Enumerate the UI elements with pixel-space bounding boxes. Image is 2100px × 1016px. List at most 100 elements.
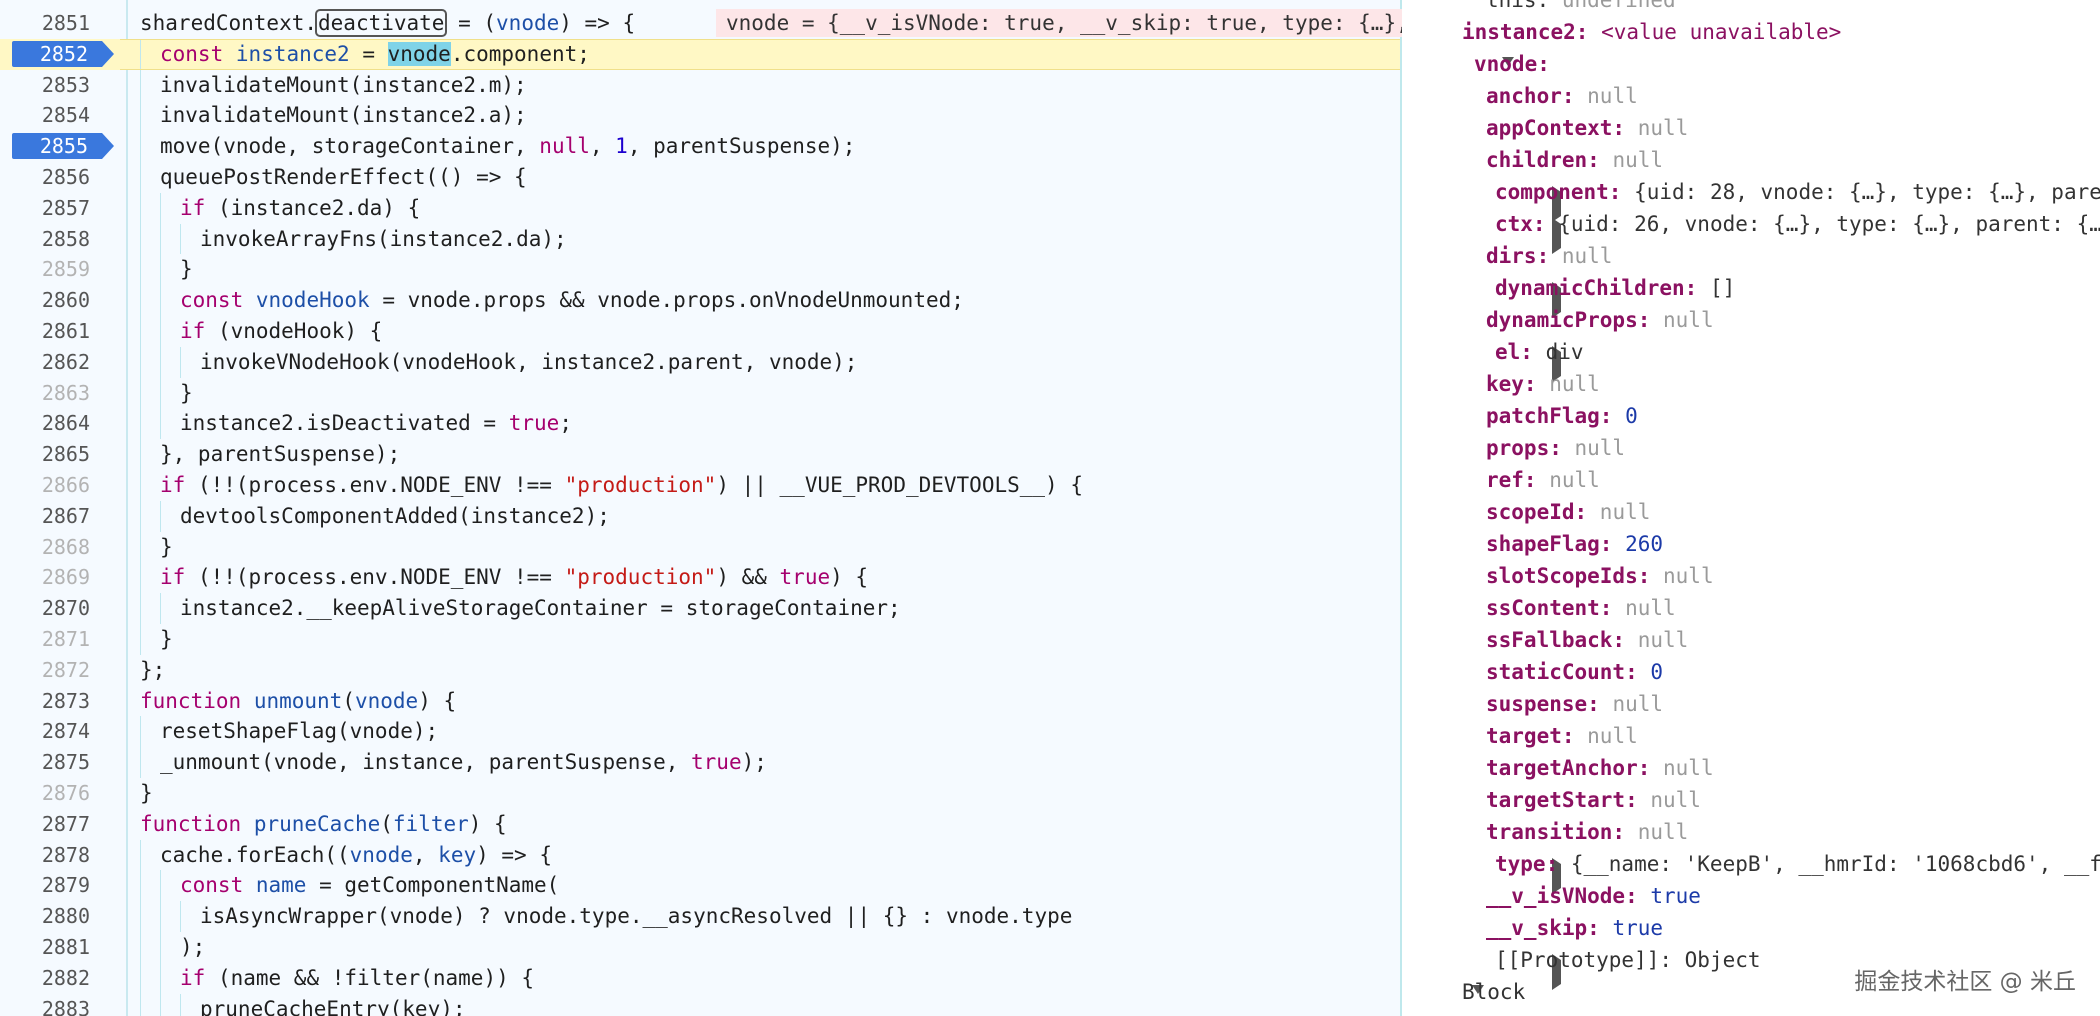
line-number[interactable]: 2863 (41, 380, 90, 405)
scope-property[interactable]: patchFlag: 0 (1402, 400, 2100, 432)
line-number[interactable]: 2873 (41, 688, 90, 713)
scope-property[interactable]: Block (1402, 976, 2100, 1016)
scope-property[interactable]: slotScopeIds: null (1402, 560, 2100, 592)
scope-property[interactable]: scopeId: null (1402, 496, 2100, 528)
line-number[interactable]: 2851 (41, 11, 90, 35)
line-number[interactable]: 2875 (41, 750, 90, 775)
scope-property[interactable]: targetAnchor: null (1402, 752, 2100, 784)
scope-property[interactable]: ctx: {uid: 26, vnode: {…}, type: {…}, pa… (1402, 208, 2100, 254)
scope-property[interactable]: instance2: <value unavailable> (1402, 16, 2100, 48)
line-number[interactable]: 2876 (41, 780, 90, 805)
line-number[interactable]: 2857 (41, 195, 90, 220)
line-number[interactable]: 2859 (41, 257, 90, 282)
scope-property[interactable]: el: div (1402, 336, 2100, 382)
line-number[interactable]: 2861 (41, 318, 90, 343)
scope-property[interactable]: __v_skip: true (1402, 912, 2100, 944)
scope-property[interactable]: dynamicChildren: [] (1402, 272, 2100, 318)
line-number[interactable]: 2880 (41, 904, 90, 929)
line-number[interactable]: 2872 (41, 657, 90, 682)
scope-property[interactable]: __v_isVNode: true (1402, 880, 2100, 912)
line-number[interactable]: 2870 (41, 596, 90, 621)
line-number[interactable]: 2868 (41, 534, 90, 559)
breakpoint-marker[interactable]: 2852 (12, 40, 114, 67)
line-number[interactable]: 2879 (41, 873, 90, 898)
scope-property[interactable]: anchor: null (1402, 80, 2100, 112)
scope-property[interactable]: type: {__name: 'KeepB', __hmrId: '1068cb… (1402, 848, 2100, 894)
scope-property[interactable]: [[Prototype]]: Object (1402, 944, 2100, 990)
scope-property[interactable]: props: null (1402, 432, 2100, 464)
line-number[interactable]: 2865 (41, 442, 90, 467)
code-line[interactable]: 2859} (0, 254, 1402, 286)
scope-property[interactable]: this: undefined (1402, 0, 2100, 16)
line-number[interactable]: 2869 (41, 565, 90, 590)
scope-property[interactable]: dynamicProps: null (1402, 304, 2100, 336)
line-number[interactable]: 2881 (41, 934, 90, 959)
line-number[interactable]: 2874 (41, 719, 90, 744)
scope-property[interactable]: ssFallback: null (1402, 624, 2100, 656)
code-line[interactable]: 2881); (0, 931, 1402, 963)
line-number-gutter[interactable] (0, 0, 120, 1016)
code-line[interactable]: 2872}; (0, 655, 1402, 686)
scope-property[interactable]: transition: null (1402, 816, 2100, 848)
scope-property[interactable]: component: {uid: 28, vnode: {…}, type: {… (1402, 176, 2100, 222)
code-line[interactable]: 2868} (0, 531, 1402, 563)
scope-property[interactable]: suspense: null (1402, 688, 2100, 720)
scope-property[interactable]: staticCount: 0 (1402, 656, 2100, 688)
scope-property[interactable]: children: null (1402, 144, 2100, 176)
scope-property[interactable]: shapeFlag: 260 (1402, 528, 2100, 560)
line-number[interactable]: 2856 (41, 164, 90, 189)
scope-property[interactable]: vnode: (1402, 48, 2100, 90)
code-line[interactable]: 2865}, parentSuspense); (0, 439, 1402, 470)
scope-property[interactable]: appContext: null (1402, 112, 2100, 144)
code-line[interactable]: 2871} (0, 623, 1402, 655)
line-number[interactable]: 2878 (41, 842, 90, 867)
line-number[interactable]: 2877 (41, 811, 90, 836)
line-number[interactable]: 2866 (41, 472, 90, 497)
line-number[interactable]: 2867 (41, 503, 90, 528)
code-line[interactable]: 2863} (0, 377, 1402, 409)
line-number[interactable]: 2860 (41, 288, 90, 313)
line-number[interactable]: 2854 (41, 103, 90, 128)
line-number[interactable]: 2882 (41, 965, 90, 990)
line-number[interactable]: 2883 (41, 996, 90, 1016)
line-number[interactable]: 2862 (41, 349, 90, 374)
breakpoint-marker[interactable]: 2855 (12, 133, 114, 160)
scope-property[interactable]: targetStart: null (1402, 784, 2100, 816)
scope-property[interactable]: ref: null (1402, 464, 2100, 496)
scope-property[interactable]: key: null (1402, 368, 2100, 400)
scope-property[interactable]: target: null (1402, 720, 2100, 752)
line-number[interactable]: 2853 (41, 72, 90, 97)
line-number[interactable]: 2871 (41, 626, 90, 651)
pane-divider[interactable] (1400, 0, 1402, 1016)
code-line[interactable]: 2876} (0, 778, 1402, 809)
line-number[interactable]: 2858 (41, 226, 90, 251)
line-number[interactable]: 2864 (41, 411, 90, 436)
scope-property[interactable]: dirs: null (1402, 240, 2100, 272)
code-line[interactable]: 2875_unmount(vnode, instance, parentSusp… (0, 747, 1402, 778)
scope-property[interactable]: ssContent: null (1402, 592, 2100, 624)
